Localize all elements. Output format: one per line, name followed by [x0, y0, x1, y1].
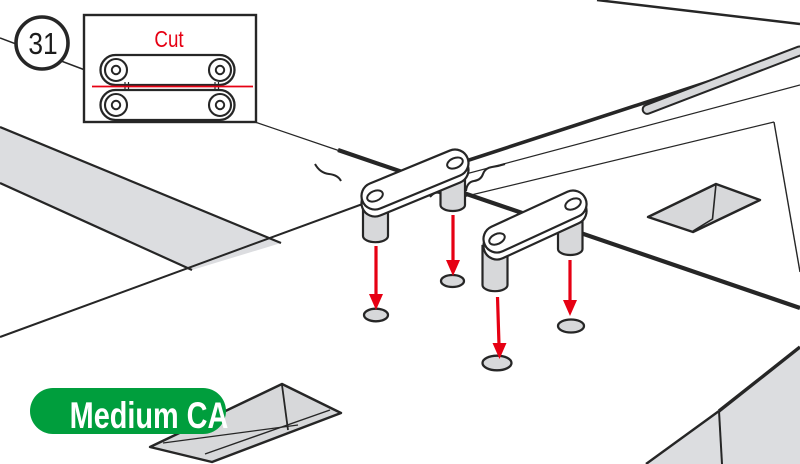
hinge-bracket-2	[481, 189, 588, 293]
bracket-hole	[446, 156, 464, 170]
step-number: 31	[28, 27, 57, 61]
cut-sheet-stick	[641, 45, 800, 115]
slot-hole-right	[646, 182, 762, 234]
insert-arrows	[369, 215, 577, 359]
badge-label: Medium CA	[70, 396, 229, 437]
slot-hole-left	[148, 382, 343, 464]
gray-band-strip	[0, 125, 282, 272]
hinge-bracket-1	[360, 148, 470, 244]
hole-targets	[362, 273, 586, 372]
bracket-hole	[488, 232, 506, 246]
bottom-right-panels	[645, 345, 800, 464]
adhesive-badge: Medium CA	[30, 388, 228, 437]
strap-part-top	[99, 53, 236, 87]
insert-arrow-3	[495, 296, 501, 346]
hole-target-2	[439, 273, 466, 289]
arrow-head-icon	[492, 343, 507, 359]
hole-target-3	[481, 354, 513, 372]
cut-label: Cut	[154, 26, 183, 53]
badge-background	[30, 388, 226, 434]
hole-target-1	[362, 307, 390, 323]
arrow-head-icon	[369, 294, 383, 310]
hole-target-4	[556, 318, 586, 334]
bracket-hole	[564, 197, 582, 211]
step-circle: 31	[14, 15, 70, 71]
bracket-hole	[366, 189, 384, 203]
cut-inset-box: Cut	[82, 13, 258, 124]
strap-part-bottom	[99, 88, 236, 122]
arrow-head-icon	[563, 300, 577, 316]
arrow-head-icon	[446, 260, 460, 276]
